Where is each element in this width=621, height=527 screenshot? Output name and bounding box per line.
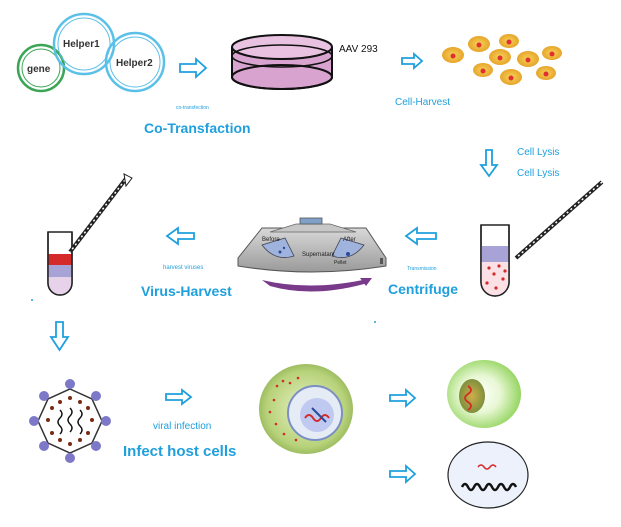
arrow-left-2: [165, 226, 195, 246]
transmission-caption: Transmission: [407, 266, 437, 272]
harvest-viruses-caption: harvest viruses: [163, 265, 204, 271]
expression-cell: [447, 360, 521, 428]
centrifuge-pellet-label: Pellet: [334, 260, 347, 266]
helper1-plasmid: [52, 12, 116, 76]
arrow-right-3: [165, 388, 193, 406]
helper2-plasmid: [104, 31, 166, 93]
centrifuge-supernatant-label: Supernatant: [302, 252, 335, 258]
centrifuge-before-label: Before: [262, 237, 280, 243]
plasmid-group: gene Helper1 Helper2: [16, 12, 166, 93]
helper2-label: Helper2: [116, 58, 153, 69]
dish-label: AAV 293: [339, 44, 378, 55]
arrow-down-1: [479, 149, 499, 178]
co-transfection-caption: Co-Transfaction: [144, 120, 251, 136]
centrifuge-caption: Centrifuge: [388, 281, 458, 297]
viral-infection-caption: viral infection: [153, 421, 212, 432]
pipette-left: [68, 173, 133, 254]
lysis-tube: [480, 224, 510, 297]
helper1-label: Helper1: [63, 39, 100, 50]
centrifuge: [237, 217, 387, 292]
virus-harvest-caption: Virus-Harvest: [141, 283, 232, 299]
co-transfection-small-caption: co-transfection: [176, 105, 209, 111]
gene-label: gene: [27, 64, 51, 75]
infected-host-cell: [259, 364, 353, 454]
arrow-left-1: [404, 226, 437, 246]
arrow-right-1: [179, 56, 208, 80]
cell-lysis-caption-2: Cell Lysis: [517, 168, 560, 179]
harvested-cells: [442, 34, 562, 85]
pipette-right: [514, 180, 604, 260]
centrifuge-after-label: After: [343, 237, 356, 243]
virus-particle: [29, 379, 111, 463]
arrow-down-2: [49, 321, 70, 352]
culture-dish: [231, 34, 333, 90]
infect-host-caption: Infect host cells: [123, 443, 237, 460]
arrow-right-4: [389, 387, 417, 409]
arrow-right-5: [389, 463, 417, 485]
virus-tube: [47, 231, 73, 296]
cell-lysis-caption-1: Cell Lysis: [517, 147, 560, 158]
cell-harvest-caption: Cell-Harvest: [395, 97, 451, 108]
arrow-right-2: [401, 52, 424, 70]
integration-cell: [447, 441, 529, 509]
